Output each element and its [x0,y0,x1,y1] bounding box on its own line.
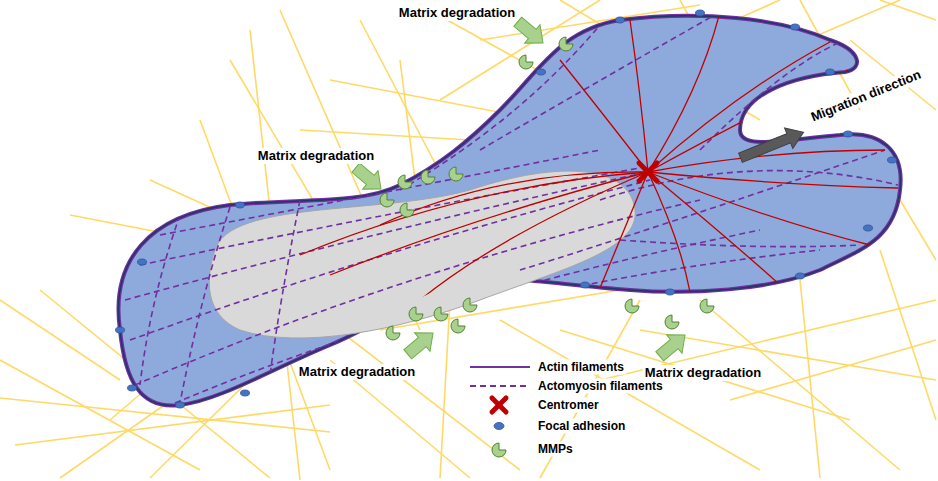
legend-samples [470,367,530,457]
actin-filaments [300,12,898,300]
legend-text: Focal adhesion [536,419,627,434]
process-label: Matrix degradation [297,364,417,380]
legend-text: MMPs [536,442,575,457]
degradation-arrows [348,13,693,366]
cell-membrane [118,16,900,406]
focal-adhesions [116,10,897,408]
cell-body [118,16,900,406]
actomyosin-filaments [125,12,898,403]
process-label: Matrix degradation [397,5,517,21]
migration-arrow [736,122,807,168]
direction-label: Migration direction [807,66,925,126]
legend-text: Actomyosin filaments [536,379,665,394]
legend-text: Centromer [536,398,601,413]
legend-text: Actin filaments [536,360,626,375]
process-label: Matrix degradation [256,148,376,164]
mmp-symbols [380,37,714,340]
centromer-symbol [639,163,657,181]
